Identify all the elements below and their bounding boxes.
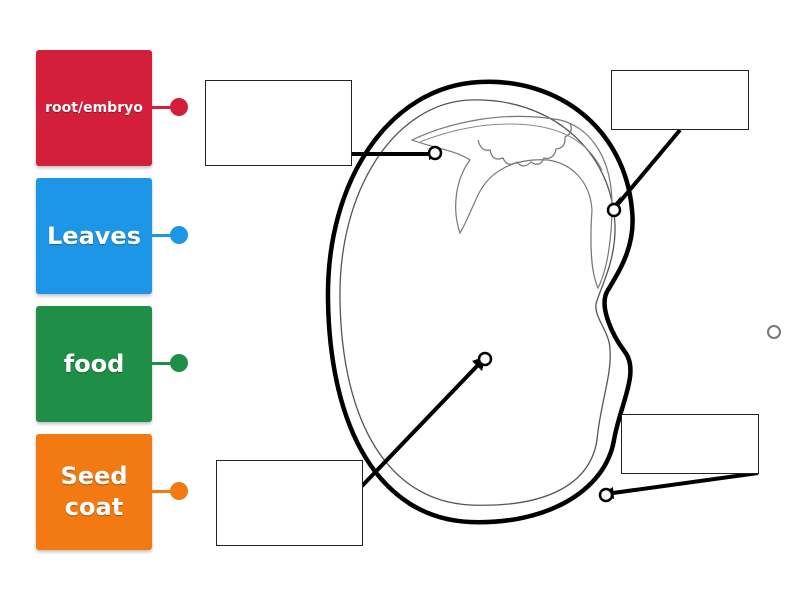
seed-coat-outline [325, 79, 635, 525]
connector-line-4 [612, 471, 759, 495]
seed-inner-outline [339, 99, 616, 506]
target-point-1 [427, 145, 443, 161]
leaf-scallops [477, 122, 572, 167]
embryo-shape [410, 115, 613, 290]
tile-connector-stem [152, 234, 174, 237]
drop-zone-1[interactable] [205, 80, 352, 166]
connector-line-2 [616, 128, 682, 206]
leaf-inner-curve [419, 123, 603, 171]
label-tile-leaves[interactable]: Leaves [36, 178, 152, 294]
label-text: root/embryo [45, 100, 143, 116]
tile-connector-dot[interactable] [170, 98, 188, 116]
edge-marker [767, 325, 781, 339]
target-point-3 [477, 351, 493, 367]
label-tile-seed-coat[interactable]: Seed coat [36, 434, 152, 550]
connector-line-3 [360, 363, 480, 488]
label-text: Leaves [47, 222, 141, 250]
tile-connector-dot[interactable] [170, 354, 188, 372]
label-tile-root-embryo[interactable]: root/embryo [36, 50, 152, 166]
drop-zone-4[interactable] [621, 414, 759, 474]
label-text: food [63, 350, 125, 378]
drop-zone-3[interactable] [216, 460, 363, 546]
label-tile-food[interactable]: food [36, 306, 152, 422]
target-point-4 [598, 487, 614, 503]
tile-connector-dot[interactable] [170, 226, 188, 244]
tile-connector-stem [152, 362, 174, 365]
tile-connector-dot[interactable] [170, 482, 188, 500]
drop-zone-2[interactable] [611, 70, 749, 130]
label-text: Seed coat [60, 462, 128, 521]
target-point-2 [606, 202, 622, 218]
tile-connector-stem [152, 106, 174, 109]
tile-connector-stem [152, 490, 174, 493]
